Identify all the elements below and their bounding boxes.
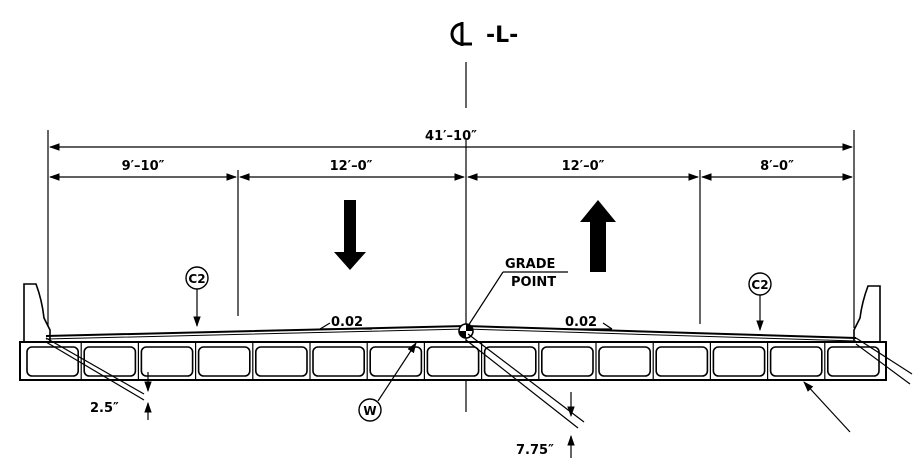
box-beam-void (83, 346, 137, 377)
box-beam-void (483, 346, 537, 377)
centerline-label: -L- (486, 23, 518, 48)
centerline-symbol (450, 22, 472, 46)
callout-w: W (363, 404, 376, 418)
right-parapet (853, 285, 881, 343)
box-beam-void (655, 346, 709, 377)
dim-seg1: 9′–10″ (122, 159, 165, 174)
box-beam-void (540, 346, 594, 377)
grade-point-leader (467, 271, 504, 327)
slope-left-arrow-icon (319, 322, 331, 330)
right-edge-ext-b (855, 343, 911, 385)
box-beam-void (255, 346, 308, 377)
box-beam-void (140, 346, 194, 377)
slope-left: 0.02 (331, 315, 363, 330)
slope-right-arrow-icon (602, 322, 613, 330)
right-edge-ext-a (855, 337, 913, 375)
box-beam-leader (803, 381, 851, 433)
traffic-arrow-down-icon (334, 200, 366, 270)
box-beam-void (197, 346, 251, 377)
grade-point-line2: POINT (511, 275, 556, 290)
slope-right: 0.02 (565, 315, 597, 330)
left-thickness-ext-b (45, 341, 145, 401)
center-thickness-ext-a (467, 333, 585, 423)
box-beam-void (598, 346, 652, 377)
box-beam-void (826, 346, 880, 377)
left-thickness-ext-a (45, 337, 145, 395)
box-beam-void (426, 346, 480, 377)
left-thickness-label: 2.5″ (90, 401, 119, 416)
callout-c2-left: C2 (188, 272, 205, 286)
callout-w-leader (377, 342, 417, 402)
callout-w-circle (358, 398, 382, 422)
box-beam-void (712, 346, 766, 377)
dim-overall: 41′–10″ (425, 129, 477, 144)
box-beam-void (312, 346, 366, 377)
center-thickness-label: 7.75″ (516, 443, 554, 458)
box-beam-void (369, 346, 423, 377)
dim-seg2: 12′–0″ (330, 159, 373, 174)
dim-seg3: 12′–0″ (562, 159, 605, 174)
grade-point-line1: GRADE (505, 257, 555, 272)
traffic-arrow-up-icon (580, 200, 616, 272)
dim-seg4: 8′–0″ (760, 159, 794, 174)
callout-c2-right: C2 (751, 278, 768, 292)
box-beam-void (769, 346, 823, 377)
left-parapet (23, 283, 51, 343)
center-thickness-ext-b (465, 339, 579, 429)
box-beam-cells (26, 342, 880, 380)
